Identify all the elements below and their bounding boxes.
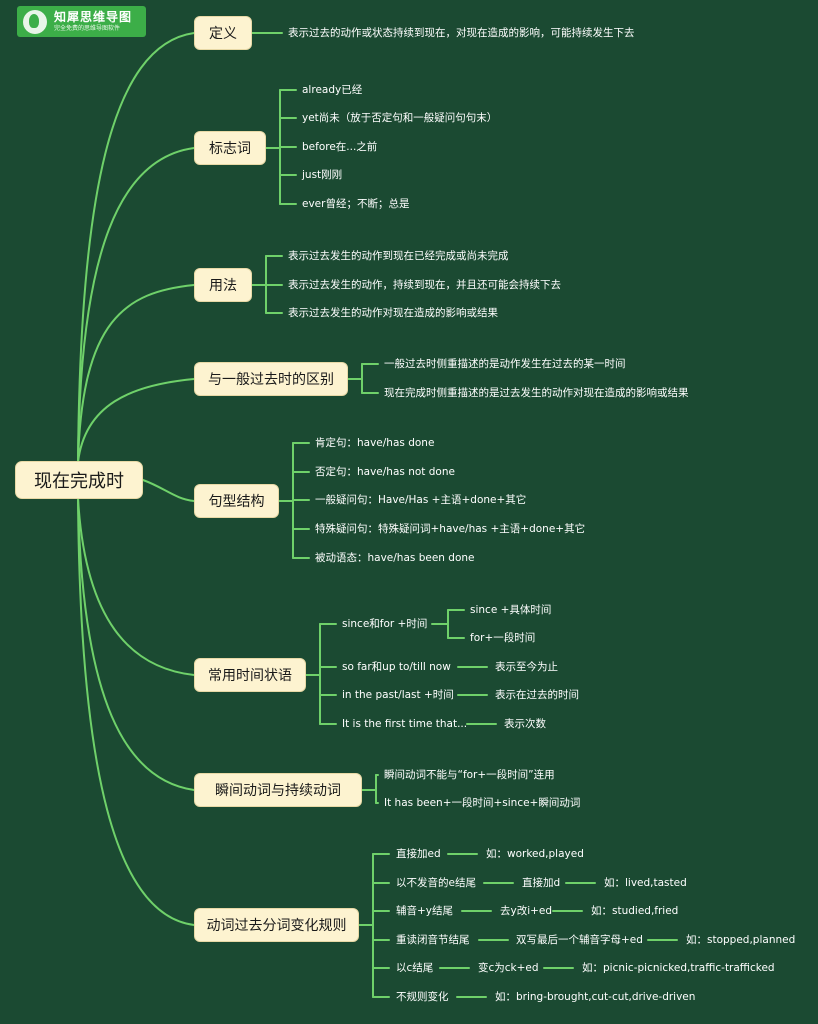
leaf-rule-3-example: 如：studied,fried xyxy=(591,905,679,917)
leaf-rule-6-case: 不规则变化 xyxy=(396,991,449,1003)
edge-root-b5 xyxy=(142,479,195,502)
edge-root-b2 xyxy=(77,147,195,463)
leaf-usage-3: 表示过去发生的动作对现在造成的影响或结果 xyxy=(288,307,498,319)
leaf-definition-1: 表示过去的动作或状态持续到现在，对现在造成的影响，可能持续发生下去 xyxy=(288,27,635,39)
edge-root-b4 xyxy=(77,378,195,463)
leaf-rule-3-method: 去y改i+ed xyxy=(500,905,553,917)
leaf-time-since-for: since和for +时间 xyxy=(342,618,428,630)
leaf-structure-wh: 特殊疑问句：特殊疑问词+have/has +主语+done+其它 xyxy=(315,523,586,535)
leaf-structure-yes-no: 一般疑问句：Have/Has +主语+done+其它 xyxy=(315,494,527,506)
branch-usage[interactable]: 用法 xyxy=(194,268,252,302)
leaf-rule-6-example: 如：bring-brought,cut-cut,drive-driven xyxy=(495,991,696,1003)
leaf-time-in-the-past-meaning: 表示在过去的时间 xyxy=(495,689,579,701)
leaf-rule-2-method: 直接加d xyxy=(522,877,561,889)
leaf-signal-ever: ever曾经；不断；总是 xyxy=(302,198,410,210)
edge-root-b1 xyxy=(77,32,195,463)
branch-time-adverbials[interactable]: 常用时间状语 xyxy=(194,658,306,692)
logo-subtitle: 完全免费的思维导图软件 xyxy=(54,25,121,32)
leaf-rule-5-method: 变c为ck+ed xyxy=(478,962,539,974)
edge-root-b7 xyxy=(77,497,195,791)
leaf-rule-2-example: 如：lived,tasted xyxy=(604,877,687,889)
branch-signal-words[interactable]: 标志词 xyxy=(194,131,266,165)
leaf-rule-5-example: 如：picnic-picnicked,traffic-trafficked xyxy=(582,962,775,974)
leaf-time-so-far-meaning: 表示至今为止 xyxy=(495,661,558,673)
leaf-diff-2: 现在完成时侧重描述的是过去发生的动作对现在造成的影响或结果 xyxy=(384,387,689,399)
leaf-rule-3-case: 辅音+y结尾 xyxy=(396,905,454,917)
edge-root-b8 xyxy=(77,497,195,926)
leaf-time-for: for+一段时间 xyxy=(470,632,536,644)
leaf-rule-1-example: 如：worked,played xyxy=(486,848,584,860)
branch-vs-simple-past[interactable]: 与一般过去时的区别 xyxy=(194,362,348,396)
leaf-diff-1: 一般过去时侧重描述的是动作发生在过去的某一时间 xyxy=(384,358,626,370)
leaf-signal-just: just刚刚 xyxy=(302,169,343,181)
leaf-rule-2-case: 以不发音的e结尾 xyxy=(396,877,476,889)
leaf-structure-negative: 否定句：have/has not done xyxy=(315,466,455,478)
app-logo[interactable]: 知犀思维导图 完全免费的思维导图软件 xyxy=(17,6,146,37)
leaf-signal-already: already已经 xyxy=(302,84,363,96)
logo-name: 知犀思维导图 xyxy=(54,10,133,24)
branch-momentary-durative[interactable]: 瞬间动词与持续动词 xyxy=(194,773,362,807)
leaf-time-first-time-meaning: 表示次数 xyxy=(504,718,546,730)
leaf-rule-4-method: 双写最后一个辅音字母+ed xyxy=(516,934,643,946)
leaf-momentary-1: 瞬间动词不能与“for+一段时间”连用 xyxy=(384,769,555,781)
leaf-time-since: since +具体时间 xyxy=(470,604,552,616)
leaf-rule-1-case: 直接加ed xyxy=(396,848,441,860)
root-node[interactable]: 现在完成时 xyxy=(15,461,143,499)
branch-definition[interactable]: 定义 xyxy=(194,16,252,50)
leaf-usage-2: 表示过去发生的动作，持续到现在，并且还可能会持续下去 xyxy=(288,279,561,291)
leaf-time-in-the-past: in the past/last +时间 xyxy=(342,689,454,701)
leaf-usage-1: 表示过去发生的动作到现在已经完成或尚未完成 xyxy=(288,250,509,262)
leaf-signal-yet: yet尚未（放于否定句和一般疑问句句末） xyxy=(302,112,498,124)
leaf-rule-4-example: 如：stopped,planned xyxy=(686,934,796,946)
leaf-signal-before: before在...之前 xyxy=(302,141,378,153)
rhino-logo-icon xyxy=(23,9,47,34)
leaf-structure-passive: 被动语态：have/has been done xyxy=(315,552,475,564)
edge-root-b6 xyxy=(77,497,195,676)
leaf-momentary-2: It has been+一段时间+since+瞬间动词 xyxy=(384,797,581,809)
leaf-time-so-far: so far和up to/till now xyxy=(342,661,451,673)
branch-past-participle-rules[interactable]: 动词过去分词变化规则 xyxy=(194,908,359,942)
leaf-rule-4-case: 重读闭音节结尾 xyxy=(396,934,470,946)
leaf-time-first-time: It is the first time that... xyxy=(342,718,468,730)
branch-sentence-structure[interactable]: 句型结构 xyxy=(194,484,279,518)
edge-root-b3 xyxy=(77,284,195,463)
leaf-rule-5-case: 以c结尾 xyxy=(396,962,434,974)
leaf-structure-affirmative: 肯定句：have/has done xyxy=(315,437,435,449)
